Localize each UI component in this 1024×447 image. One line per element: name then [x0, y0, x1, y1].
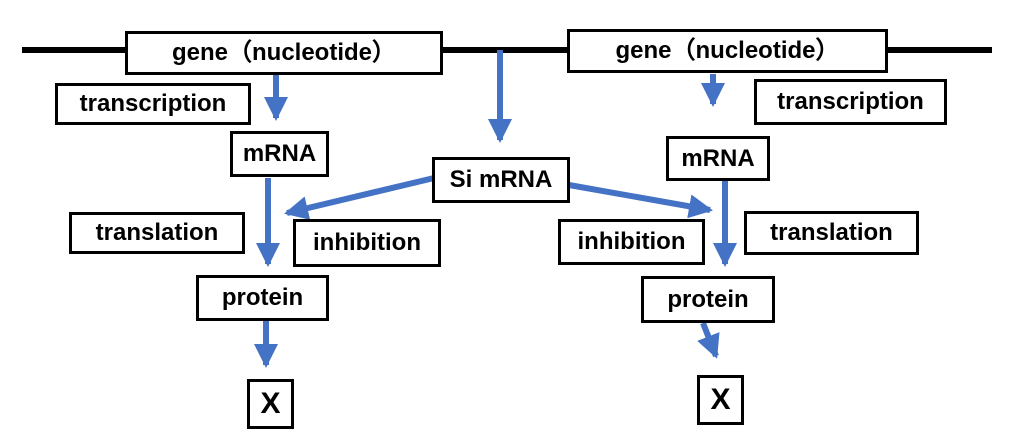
- left-transcription-label: transcription: [55, 83, 251, 125]
- right-inhibition-label: inhibition: [558, 219, 705, 265]
- simrna-box: Si mRNA: [432, 157, 570, 203]
- left-inhibition-label: inhibition: [293, 219, 441, 267]
- right-result-x: X: [697, 375, 744, 425]
- right-gene-box: gene（nucleotide）: [567, 29, 888, 73]
- left-translation-label: translation: [69, 212, 245, 254]
- left-protein-box: protein: [196, 275, 329, 321]
- right-protein-box: protein: [641, 276, 775, 323]
- left-mrna-box: mRNA: [230, 131, 329, 177]
- right-protein-to-x-arrow: [697, 321, 720, 359]
- left-inhibition-arrow: [284, 175, 435, 220]
- right-transcription-label: transcription: [754, 79, 947, 125]
- right-translation-label: translation: [744, 211, 919, 255]
- left-gene-box: gene（nucleotide）: [125, 31, 443, 75]
- right-mrna-box: mRNA: [666, 136, 770, 181]
- right-inhibition-arrow: [568, 182, 713, 219]
- left-result-x: X: [247, 379, 294, 429]
